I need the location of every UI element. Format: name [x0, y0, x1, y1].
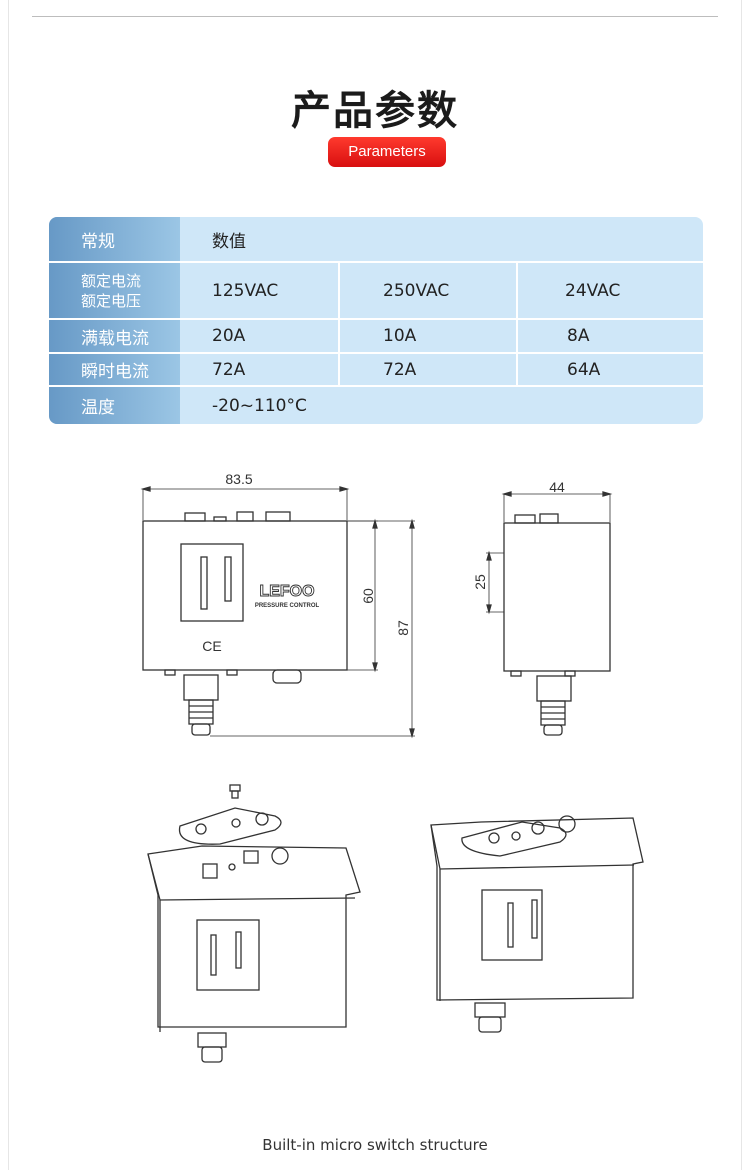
cell-instant-1: 72A [212, 359, 246, 380]
dim-side-label: 44 [549, 479, 565, 495]
brand-subtitle: PRESSURE CONTROL [255, 603, 320, 609]
parameters-table: 常规 数值 额定电流 额定电压 125VAC 250VAC 24VAC 满载电流… [49, 217, 703, 424]
parameters-badge: Parameters [328, 137, 446, 167]
row-label-full-load: 满载电流 [49, 320, 180, 352]
grid-line [49, 261, 703, 263]
brand-logo: LEFOO [259, 583, 314, 600]
row-label-rated-current: 额定电流 [81, 271, 142, 290]
cell-instant-2: 72A [383, 359, 417, 380]
grid-line [49, 352, 703, 354]
cell-value-header: 数值 [212, 231, 246, 252]
grid-line [49, 385, 703, 387]
cell-full-load-2: 10A [383, 326, 417, 346]
row-label-rated: 额定电流 额定电压 [49, 263, 180, 318]
row-label-instant: 瞬时电流 [49, 354, 180, 385]
isometric-assembled-view [430, 815, 644, 1033]
cell-rated-3: 24VAC [565, 280, 621, 301]
page-title: 产品参数 [291, 88, 459, 134]
dim-width-label: 83.5 [225, 471, 252, 487]
drawing-caption: Built-in micro switch structure [262, 1136, 488, 1154]
row-label-rated-voltage: 额定电压 [81, 291, 142, 310]
cell-full-load-3: 8A [567, 326, 590, 346]
ce-mark: CE [202, 638, 221, 654]
cell-instant-3: 64A [567, 359, 601, 380]
grid-line [516, 263, 518, 385]
row-label-general: 常规 [49, 217, 180, 261]
front-view [140, 486, 415, 739]
side-view [486, 491, 613, 736]
grid-line [49, 318, 703, 320]
cell-full-load-1: 20A [212, 326, 246, 346]
row-label-temperature: 温度 [49, 387, 180, 424]
cell-temperature: -20~110°C [212, 395, 307, 416]
dim-fitting-label: 25 [472, 574, 488, 590]
page-frame [8, 0, 742, 1170]
cell-rated-1: 125VAC [212, 280, 279, 301]
dim-total-label: 87 [395, 620, 411, 636]
grid-line [338, 263, 340, 385]
isometric-exploded-view [147, 784, 361, 1063]
top-divider [32, 16, 718, 17]
dim-height-label: 60 [360, 588, 376, 604]
cell-rated-2: 250VAC [383, 280, 450, 301]
